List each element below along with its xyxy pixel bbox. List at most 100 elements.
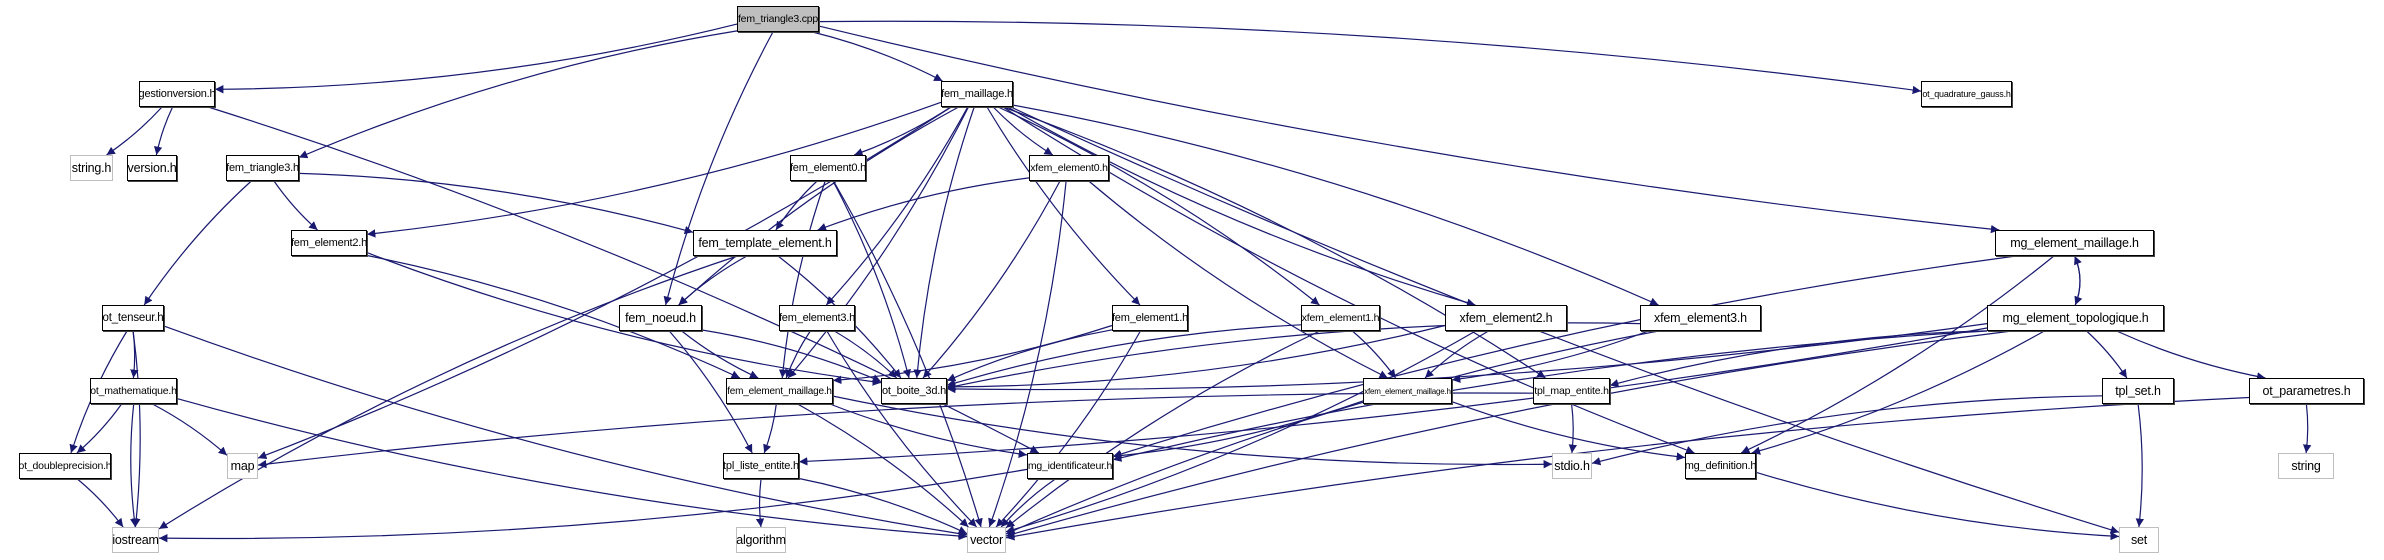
edge-xfem-element-maillage-h-to-mg-definition-h — [1451, 401, 1686, 461]
edge-xfem-element0-h-to-vector — [988, 180, 1067, 528]
edge-fem-maillage-h-to-fem-noeud-h — [678, 106, 959, 306]
edge-fem-triangle3-h-to-fem-element2-h — [273, 180, 318, 231]
edge-fem-noeud-h-to-fem-element-maillage-h — [681, 330, 759, 379]
edge-fem-template-element-h-to-iostream — [158, 255, 738, 530]
edge-tpl-set-h-to-set — [2135, 403, 2145, 528]
edge-xfem-element2-h-to-ot-boite-3d-h — [946, 324, 1446, 392]
edge-fem-element0-h-to-fem-template-element-h — [775, 180, 818, 231]
edge-fem-element-maillage-h-to-mg-identificateur-h — [829, 403, 1028, 458]
node-mg-definition-h[interactable]: mg_definition.h — [1685, 453, 1757, 479]
edge-xfem-element1-h-to-xfem-element-maillage-h — [1352, 330, 1397, 379]
edge-fem-maillage-h-to-fem-element-maillage-h — [787, 106, 969, 379]
node-ot-doubleprecision-h[interactable]: ot_doubleprecision.h — [19, 453, 112, 479]
edge-ot-doubleprecision-h-to-iostream — [77, 478, 124, 528]
edge-ot-mathematique-h-to-map — [152, 403, 228, 456]
node-stdio-h: stdio.h — [1552, 453, 1592, 479]
edge-fem-element1-h-to-ot-boite-3d-h — [946, 329, 1113, 382]
edge-fem-triangle3-cpp-to-fem-triangle3-h — [298, 30, 738, 159]
edge-fem-triangle3-cpp-to-fem-noeud-h — [663, 31, 774, 306]
edge-fem-triangle3-cpp-to-gestionversion-h — [214, 23, 738, 94]
edge-fem-maillage-h-to-fem-element1-h — [986, 106, 1141, 306]
node-fem-noeud-h[interactable]: fem_noeud.h — [619, 305, 702, 331]
edge-ot-tenseur-h-to-iostream — [132, 330, 141, 528]
node-tpl-liste-entite-h[interactable]: tpl_liste_entite.h — [723, 453, 799, 479]
node-gestionversion-h[interactable]: gestionversion.h — [139, 81, 216, 107]
node-mg-identificateur-h[interactable]: mg_identificateur.h — [1027, 453, 1113, 479]
edge-fem-element1-h-to-fem-element-maillage-h — [832, 324, 1113, 385]
edge-fem-triangle3-h-to-fem-template-element-h — [298, 172, 694, 235]
node-mg-element-topologique-h[interactable]: mg_element_topologique.h — [1987, 305, 2164, 331]
edge-mg-identificateur-h-to-vector — [1000, 478, 1056, 528]
node-ot-quadrature-gauss-h[interactable]: ot_quadrature_gauss.h — [1921, 81, 2012, 107]
node-xfem-element2-h[interactable]: xfem_element2.h — [1445, 305, 1567, 331]
node-fem-element0-h[interactable]: fem_element0.h — [790, 155, 866, 181]
node-xfem-element1-h[interactable]: xfem_element1.h — [1301, 305, 1380, 331]
edge-fem-element-maillage-h-to-tpl-liste-entite-h — [763, 403, 777, 454]
edge-xfem-element3-h-to-xfem-element-maillage-h — [1451, 330, 1649, 384]
node-tpl-set-h[interactable]: tpl_set.h — [2102, 378, 2174, 404]
edge-fem-element2-h-to-fem-element-maillage-h — [366, 254, 741, 379]
node-ot-tenseur-h[interactable]: ot_tenseur.h — [102, 305, 164, 331]
edge-tpl-liste-entite-h-to-algorithm — [755, 478, 765, 528]
node-fem-element1-h[interactable]: fem_element1.h — [1112, 305, 1188, 331]
node-mg-element-maillage-h[interactable]: mg_element_maillage.h — [1995, 230, 2154, 256]
edge-fem-triangle3-cpp-to-fem-maillage-h — [812, 31, 943, 82]
edge-fem-triangle3-cpp-to-mg-element-maillage-h — [818, 25, 2000, 234]
node-version-h[interactable]: version.h — [127, 155, 177, 181]
edge-tpl-liste-entite-h-to-vector — [798, 477, 968, 535]
edge-xfem-element0-h-to-ot-boite-3d-h — [922, 180, 1061, 379]
edge-mg-definition-h-to-set — [1755, 471, 2120, 541]
node-fem-element3-h[interactable]: fem_element3.h — [779, 305, 855, 331]
edge-fem-maillage-h-to-set — [1010, 106, 2120, 534]
edge-xfem-element2-h-to-vector — [1005, 330, 1476, 534]
edge-tpl-map-entite-h-to-stdio-h — [1568, 403, 1578, 454]
edge-fem-element0-h-to-fem-element-maillage-h — [778, 180, 826, 379]
edge-fem-maillage-h-to-fem-element2-h — [366, 101, 942, 238]
node-ot-mathematique-h[interactable]: ot_mathematique.h — [90, 378, 177, 404]
edge-xfem-element0-h-to-xfem-element-maillage-h — [1088, 180, 1389, 379]
edge-mg-element-topologique-h-to-mg-element-maillage-h — [2074, 255, 2082, 306]
node-vector: vector — [967, 527, 1006, 553]
node-ot-parametres-h[interactable]: ot_parametres.h — [2249, 378, 2364, 404]
node-tpl-map-entite-h[interactable]: tpl_map_entite.h — [1533, 378, 1610, 404]
edge-fem-maillage-h-to-xfem-element3-h — [1012, 104, 1659, 306]
edge-ot-mathematique-h-to-vector — [176, 398, 968, 541]
edge-xfem-element1-h-to-ot-boite-3d-h — [946, 324, 1302, 388]
node-ot-boite-3d-h[interactable]: ot_boite_3d.h — [881, 378, 947, 404]
edge-ot-parametres-h-to-string — [2302, 403, 2312, 454]
edge-fem-maillage-h-to-fem-element3-h — [825, 106, 969, 306]
edge-tpl-set-h-to-stdio-h — [1591, 395, 2103, 466]
edge-fem-element3-h-to-fem-element-maillage-h — [785, 330, 811, 379]
node-xfem-element3-h[interactable]: xfem_element3.h — [1640, 305, 1761, 331]
node-string-h: string.h — [70, 155, 113, 181]
edge-ot-mathematique-h-to-iostream — [130, 403, 139, 528]
node-string: string — [2278, 453, 2334, 479]
node-fem-element-maillage-h[interactable]: fem_element_maillage.h — [726, 378, 833, 404]
node-fem-maillage-h[interactable]: fem_maillage.h — [941, 81, 1013, 107]
edge-fem-element2-h-to-ot-boite-3d-h — [366, 252, 882, 386]
edge-fem-element-maillage-h-to-vector — [797, 403, 969, 528]
edge-fem-maillage-h-to-ot-boite-3d-h — [913, 106, 975, 379]
edge-xfem-element3-h-to-vector — [1005, 330, 1659, 535]
edge-gestionversion-h-to-string-h — [106, 106, 163, 156]
edge-mg-element-topologique-h-to-tpl-map-entite-h — [1609, 330, 1988, 388]
node-fem-triangle3-h[interactable]: fem_triangle3.h — [226, 155, 299, 181]
edge-fem-element0-h-to-ot-boite-3d-h — [832, 180, 912, 379]
node-fem-triangle3-cpp[interactable]: fem_triangle3.cpp — [737, 6, 819, 32]
edge-gestionversion-h-to-version-h — [153, 106, 174, 156]
edge-mg-identificateur-h-to-iostream — [158, 468, 1028, 543]
edge-fem-triangle3-cpp-to-ot-quadrature-gauss-h — [818, 20, 1922, 95]
node-xfem-element-maillage-h[interactable]: xfem_element_maillage.h — [1363, 378, 1452, 404]
node-fem-element2-h[interactable]: fem_element2.h — [291, 230, 367, 256]
node-set: set — [2119, 527, 2159, 553]
edge-fem-element0-h-to-vector — [832, 180, 983, 528]
edge-mg-element-topologique-h-to-tpl-liste-entite-h — [798, 327, 1988, 466]
node-fem-template-element-h[interactable]: fem_template_element.h — [693, 230, 837, 256]
edge-mg-element-maillage-h-to-mg-identificateur-h — [1112, 255, 2016, 458]
edge-fem-element1-h-to-vector — [995, 330, 1141, 528]
edge-mg-element-topologique-h-to-mg-definition-h — [1751, 330, 2045, 455]
edge-fem-triangle3-h-to-ot-tenseur-h — [143, 180, 252, 306]
edge-fem-element-maillage-h-to-stdio-h — [832, 395, 1553, 469]
edge-ot-tenseur-h-to-vector — [163, 325, 968, 538]
node-xfem-element0-h[interactable]: xfem_element0.h — [1029, 155, 1109, 181]
